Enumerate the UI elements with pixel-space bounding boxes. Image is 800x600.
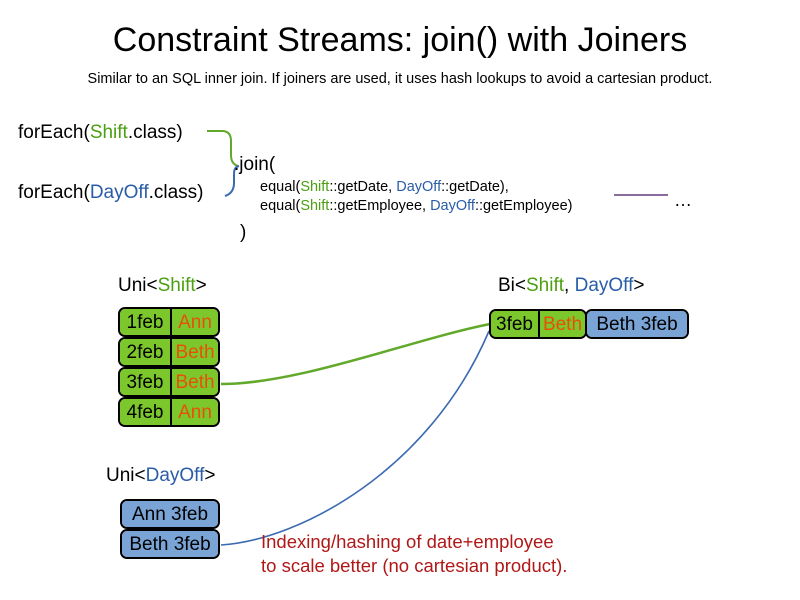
label-uni-shift-prefix: Uni<	[118, 275, 158, 296]
list-item: Beth 3feb	[120, 529, 220, 559]
label-uni-dayoff: Uni<DayOff>	[106, 464, 216, 488]
code-foreach-shift-type: Shift	[89, 122, 128, 143]
page-subtitle: Similar to an SQL inner join. If joiners…	[87, 71, 713, 87]
joiner2-right-ref: ::getEmployee)	[474, 198, 573, 214]
table-row: 2feb Beth	[118, 337, 220, 367]
bi-tuple-box: 3feb Beth Beth 3feb	[489, 309, 689, 339]
code-foreach-dayoff-prefix: forEach(	[18, 182, 90, 203]
label-uni-shift: Uni<Shift>	[118, 274, 207, 298]
shift-row-date: 3feb	[120, 369, 170, 395]
code-join-close: )	[240, 222, 247, 243]
shift-row-employee: Ann	[170, 309, 218, 335]
code-foreach-shift: forEach(Shift.class)	[18, 121, 183, 145]
joiner1-left-ref: ::getDate,	[329, 179, 397, 195]
code-foreach-shift-prefix: forEach(	[18, 122, 90, 143]
label-bi-type-a: Shift	[526, 275, 565, 296]
joiner2-right-type: DayOff	[430, 198, 475, 214]
ellipsis-text: …	[674, 190, 692, 210]
annotation-note: Indexing/hashing of date+employee to sca…	[261, 530, 567, 578]
shift-row-employee: Beth	[170, 369, 218, 395]
dayoff-row-text: Ann 3feb	[122, 501, 218, 527]
bi-shift-date: 3feb	[491, 311, 538, 337]
joiner1-pre: equal(	[260, 179, 301, 195]
shift-row-date: 4feb	[120, 399, 170, 425]
label-uni-shift-type: Shift	[157, 275, 196, 296]
label-uni-shift-suffix: >	[195, 275, 207, 296]
label-uni-dayoff-type: DayOff	[145, 465, 205, 486]
code-foreach-dayoff: forEach(DayOff.class)	[18, 181, 204, 205]
table-row: 3feb Beth	[118, 367, 220, 397]
annotation-line-1: Indexing/hashing of date+employee	[261, 531, 554, 552]
list-item: Ann 3feb	[120, 499, 220, 529]
dayoff-row-text: Beth 3feb	[122, 531, 218, 557]
shift-row-date: 2feb	[120, 339, 170, 365]
bi-shift-employee: Beth	[537, 311, 585, 337]
shift-row-employee: Beth	[170, 339, 218, 365]
joiner1-right-type: DayOff	[396, 179, 442, 195]
code-joiner-equal-employee: equal(Shift::getEmployee, DayOff::getEmp…	[260, 197, 572, 216]
code-join-open: .join(	[234, 154, 276, 175]
bi-dayoff-part: Beth 3feb	[585, 309, 689, 339]
joiner2-pre: equal(	[260, 198, 301, 214]
uni-shift-fact-list: 1feb Ann 2feb Beth 3feb Beth 4feb Ann	[118, 307, 220, 427]
table-row: 4feb Ann	[118, 397, 220, 427]
code-foreach-dayoff-suffix: .class)	[148, 182, 204, 203]
joiner2-left-ref: ::getEmployee,	[329, 198, 431, 214]
code-foreach-shift-suffix: .class)	[127, 122, 183, 143]
label-uni-dayoff-suffix: >	[204, 465, 216, 486]
code-foreach-dayoff-type: DayOff	[89, 182, 149, 203]
connector-dayoff-row-to-bi	[220, 330, 490, 546]
label-bi-type-b: DayOff	[574, 275, 634, 296]
shift-row-date: 1feb	[120, 309, 170, 335]
table-row: 1feb Ann	[118, 307, 220, 337]
label-uni-dayoff-prefix: Uni<	[106, 465, 146, 486]
joiner1-left-type: Shift	[300, 179, 330, 195]
annotation-line-2: to scale better (no cartesian product).	[261, 555, 568, 576]
code-joiner-equal-date: equal(Shift::getDate, DayOff::getDate),	[260, 178, 509, 197]
label-bi-stream: Bi<Shift, DayOff>	[498, 274, 644, 298]
page-title: Constraint Streams: join() with Joiners	[112, 21, 688, 59]
connector-shift-row-to-bi	[220, 322, 491, 386]
label-bi-suffix: >	[633, 275, 645, 296]
bi-shift-part: 3feb Beth	[489, 309, 587, 339]
shift-row-employee: Ann	[170, 399, 218, 425]
label-bi-sep: ,	[564, 275, 575, 296]
joiner2-left-type: Shift	[300, 198, 330, 214]
bi-dayoff-text: Beth 3feb	[587, 311, 687, 337]
joiner1-right-ref: ::getDate),	[441, 179, 509, 195]
label-bi-prefix: Bi<	[498, 275, 526, 296]
uni-dayoff-fact-list: Ann 3feb Beth 3feb	[120, 499, 220, 559]
